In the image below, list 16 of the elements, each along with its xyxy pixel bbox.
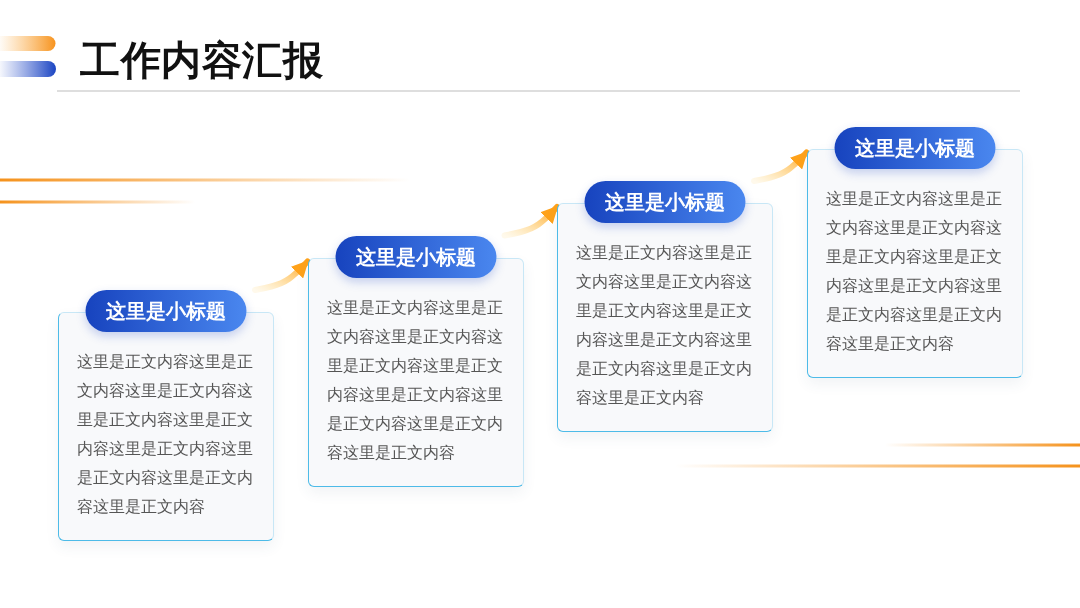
body-text: 这里是正文内容这里是正文内容这里是正文内容这里是正文内容这里是正文内容这里是正文内容这里是正文内容这里是正文内容这里是正文内容 [576,242,753,409]
card [557,181,773,432]
subtitle-pill: 这里是小标题 [584,181,746,223]
arrow [252,258,311,293]
title: 工作内容汇报 [80,36,323,84]
arrow [501,204,560,239]
subtitle-pill: 这里是小标题 [335,235,496,278]
body-text: 这里是正文内容这里是正文内容这里是正文内容这里是正文内容这里是正文内容这里是正文内容这里是正文内容这里是正文内容这里是正文内容 [77,351,254,518]
card [806,126,1023,378]
subtitle-pill: 这里是小标题 [85,290,247,332]
arrow [751,149,810,184]
body-text: 这里是正文内容这里是正文内容这里是正文内容这里是正文内容这里是正文内容这里是正文内容这里是正文内容这里是正文内容这里是正文内容 [825,187,1003,355]
card [58,290,274,541]
body-text: 这里是正文内容这里是正文内容这里是正文内容这里是正文内容这里是正文内容这里是正文内容这里是正文内容这里是正文内容这里是正文内容 [326,296,504,464]
card [307,235,524,487]
subtitle-pill: 这里是小标题 [834,126,995,169]
